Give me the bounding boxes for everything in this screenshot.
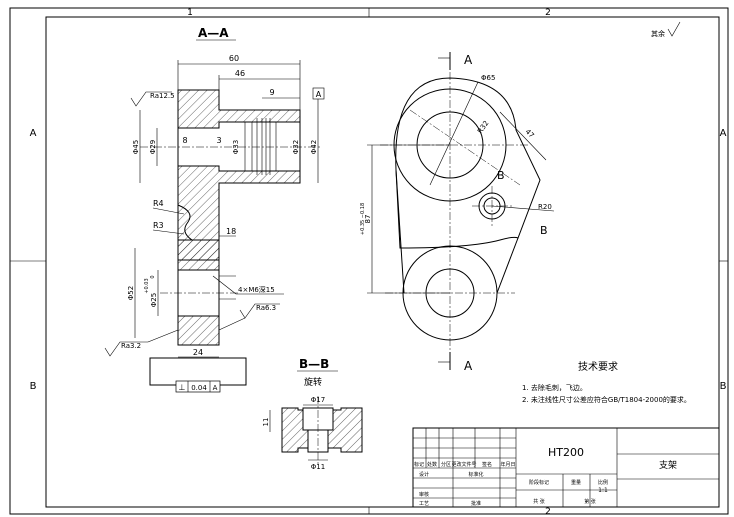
ra-3-2: Ra3.2 bbox=[121, 342, 141, 350]
inner-border bbox=[45, 16, 720, 508]
tolerance-frame bbox=[175, 380, 221, 393]
section-aa-bore bbox=[177, 121, 301, 172]
tb-process: 工艺 bbox=[419, 501, 429, 507]
dim-phi11: Φ11 bbox=[311, 463, 325, 471]
dim-3: 3 bbox=[216, 136, 221, 145]
section-mark-a-top: A bbox=[464, 53, 473, 67]
tb-scale: 1:1 bbox=[598, 487, 608, 494]
dim-phi25-tol-lower: 0 bbox=[150, 275, 156, 278]
dim-r4: R4 bbox=[153, 199, 164, 208]
datum-a-box bbox=[312, 87, 325, 100]
zone-col-1-top: 1 bbox=[187, 8, 193, 18]
tb-standardize: 标准化 bbox=[468, 471, 483, 478]
b-mark-1: B bbox=[497, 169, 505, 182]
tb-label-count: 处数 bbox=[427, 461, 437, 468]
dim-phi32: Φ32 bbox=[292, 140, 300, 154]
tb-weight: 重量 bbox=[571, 479, 581, 486]
dim-87-tol: +0.35 −0.18 bbox=[360, 203, 366, 235]
tech-req-item-2: 2. 未注线性尺寸公差应符合GB/T1804-2000的要求。 bbox=[522, 395, 691, 404]
section-aa-body bbox=[177, 89, 301, 261]
part-name: 支架 bbox=[659, 459, 677, 471]
zone-row-b-right: B bbox=[720, 381, 727, 392]
dim-9: 9 bbox=[269, 88, 274, 97]
dim-8: 8 bbox=[182, 136, 187, 145]
material: HT200 bbox=[548, 446, 584, 459]
ra-12-5: Ra12.5 bbox=[150, 92, 175, 100]
zone-col-2-top: 2 bbox=[545, 8, 551, 18]
tolerance-datum: A bbox=[213, 384, 218, 392]
zone-col-2-bottom: 2 bbox=[545, 507, 551, 517]
tech-req-item-1: 1. 去除毛刺，飞边。 bbox=[522, 383, 587, 392]
thread-callout: 4×M6深15 bbox=[238, 285, 275, 294]
dim-phi25: Φ25 bbox=[150, 293, 158, 307]
tb-approve: 批准 bbox=[471, 500, 481, 507]
b-mark-2: B bbox=[540, 224, 548, 237]
dim-r20: R20 bbox=[538, 203, 552, 211]
tech-req-title: 技术要求 bbox=[578, 360, 618, 373]
tb-label-mark: 标记 bbox=[414, 461, 424, 468]
section-mark-a-bottom: A bbox=[464, 359, 473, 373]
zone-row-a-left: A bbox=[30, 128, 37, 139]
ra-6-3: Ra6.3 bbox=[256, 304, 276, 312]
tb-stage-marks: 阶段标记 bbox=[529, 479, 549, 486]
dim-phi42: Φ42 bbox=[310, 140, 318, 154]
tb-label-date: 年月日 bbox=[500, 461, 515, 468]
dim-24: 24 bbox=[193, 348, 203, 357]
roughness-note: 其余 bbox=[651, 29, 665, 38]
dim-r3: R3 bbox=[153, 221, 164, 230]
tb-scale-label: 比例 bbox=[598, 479, 608, 486]
section-bb-title: B—B bbox=[299, 357, 329, 371]
dim-phi33: Φ33 bbox=[232, 140, 240, 154]
dim-60: 60 bbox=[229, 54, 239, 63]
dim-phi29: Φ29 bbox=[149, 140, 157, 154]
dim-r32: R32 bbox=[476, 119, 490, 135]
dim-phi65: Φ65 bbox=[481, 74, 495, 82]
dim-phi45: Φ45 bbox=[132, 140, 140, 154]
dim-87: 87 bbox=[364, 215, 372, 224]
tb-sheets-total: 共 张 bbox=[533, 498, 545, 505]
dim-46: 46 bbox=[235, 69, 245, 78]
section-aa-title: A—A bbox=[198, 26, 229, 40]
tb-label-sign: 签名 bbox=[482, 461, 492, 468]
tb-label-zone: 分区 bbox=[441, 461, 451, 468]
dim-47: 47 bbox=[524, 128, 536, 140]
title-block bbox=[412, 427, 720, 508]
tb-sheet-no: 第 张 bbox=[584, 498, 596, 505]
dim-phi17: Φ17 bbox=[311, 396, 325, 404]
dim-11: 11 bbox=[262, 418, 270, 427]
outer-border bbox=[9, 7, 729, 515]
dim-phi25-tol: +0.03 bbox=[144, 278, 150, 293]
tb-label-change: 更改文件号 bbox=[451, 461, 476, 468]
roughness-symbol bbox=[667, 21, 681, 37]
dim-phi52: Φ52 bbox=[127, 286, 135, 300]
tb-design: 设计 bbox=[419, 471, 429, 478]
zone-row-b-left: B bbox=[30, 381, 37, 392]
datum-a-letter: A bbox=[316, 90, 322, 99]
tolerance-symbol: ⊥ bbox=[179, 383, 186, 392]
zone-row-a-right: A bbox=[720, 128, 727, 139]
tb-review: 审核 bbox=[419, 491, 429, 498]
main-view-outline bbox=[395, 77, 541, 249]
section-bb-subtitle: 旋转 bbox=[304, 376, 322, 388]
dim-18: 18 bbox=[226, 227, 236, 236]
tolerance-value: 0.04 bbox=[191, 384, 207, 392]
